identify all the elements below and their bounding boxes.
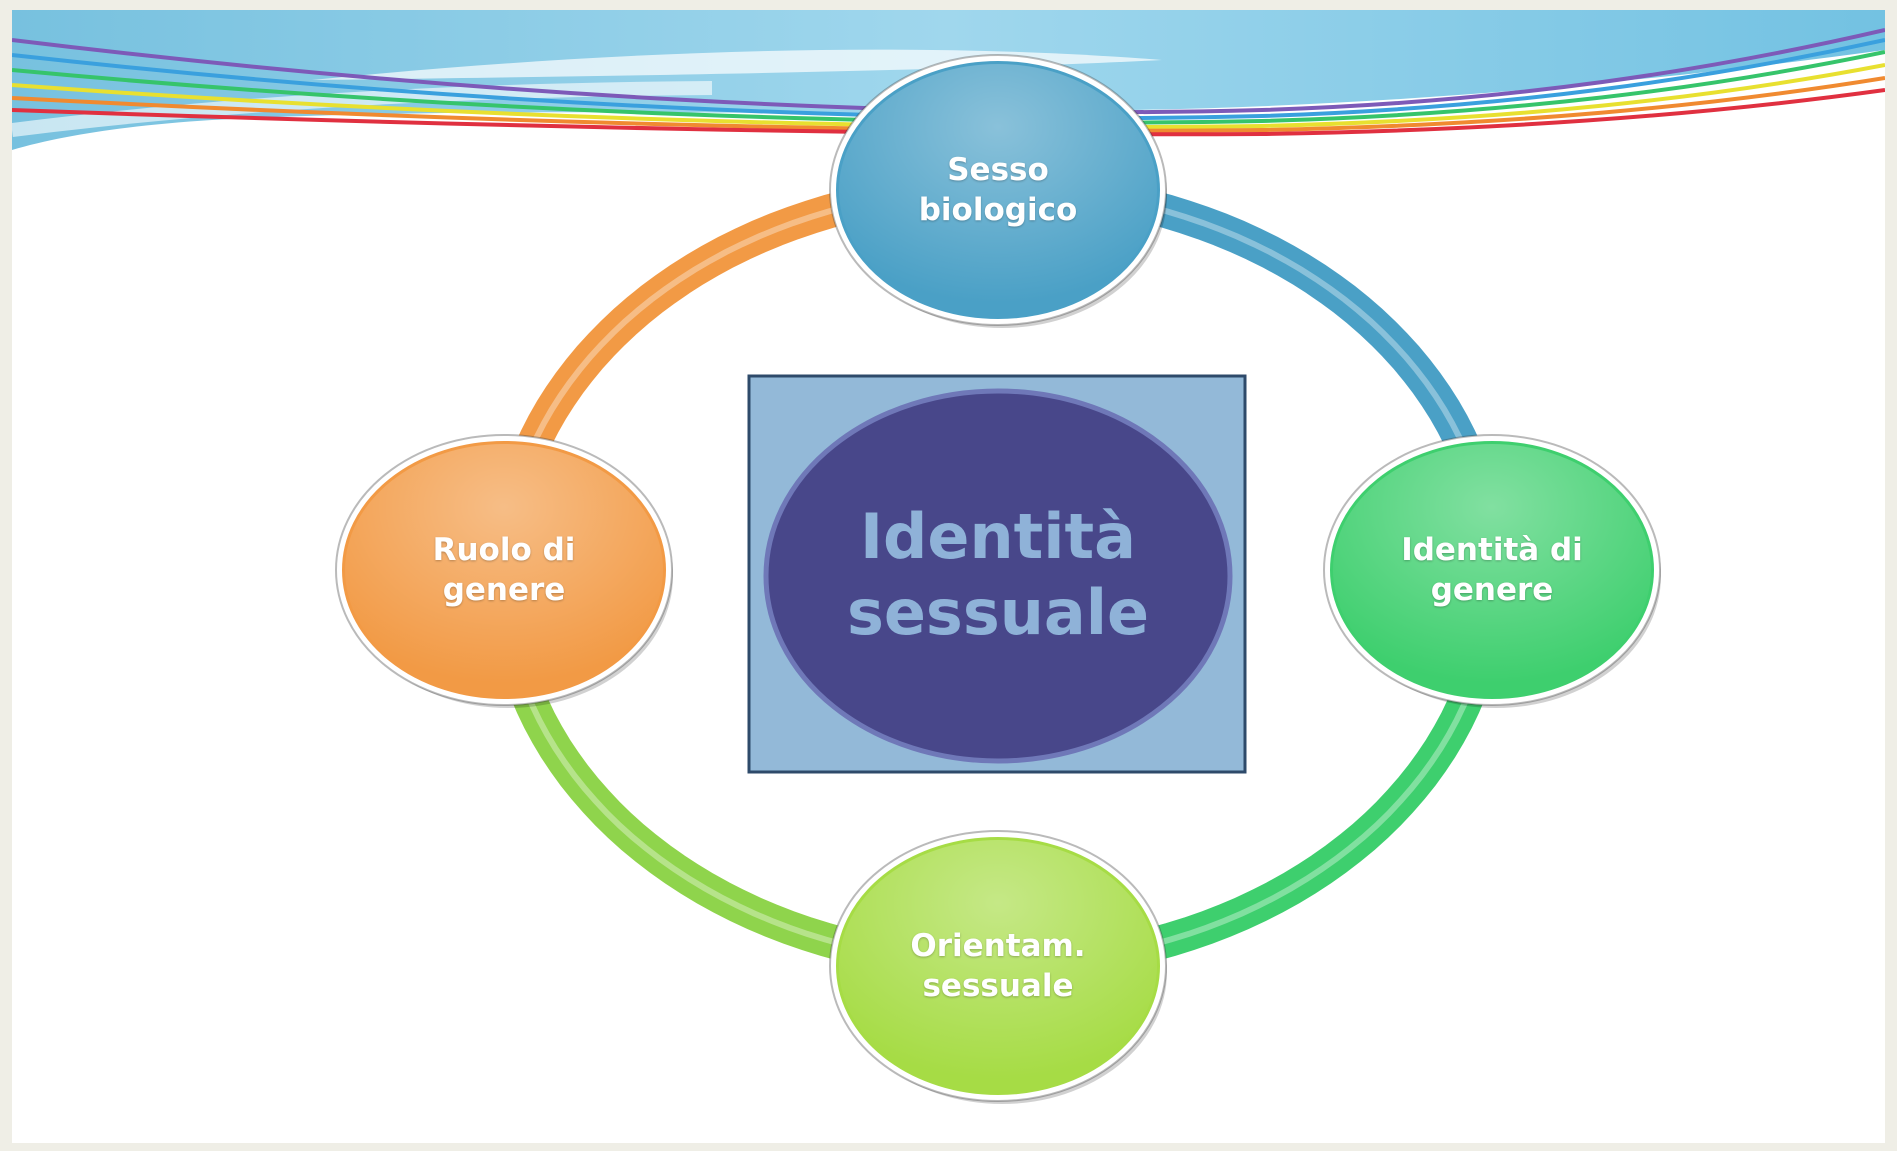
node-ruolo-di-genere bbox=[335, 434, 673, 708]
node-shine bbox=[1333, 444, 1651, 696]
node-label-orientamento-sessuale: Orientam. sessuale bbox=[910, 927, 1086, 1004]
diagram-canvas bbox=[12, 10, 1885, 1104]
node-rim bbox=[1323, 434, 1661, 706]
nodes bbox=[335, 54, 1661, 1104]
center-label: Identità sessuale bbox=[846, 500, 1150, 649]
node-label-identita-di-genere: Identità di genere bbox=[1401, 531, 1583, 608]
node-shine bbox=[839, 64, 1157, 316]
node-shine bbox=[839, 840, 1157, 1092]
node-rim bbox=[829, 830, 1167, 1102]
node-orientamento-sessuale bbox=[829, 830, 1167, 1104]
center-circle bbox=[763, 388, 1233, 764]
node-identita-di-genere bbox=[1323, 434, 1661, 708]
node-shine bbox=[345, 444, 663, 696]
slide: Identità sessuale Sesso biologico Identi… bbox=[12, 10, 1885, 1143]
node-rim bbox=[335, 434, 673, 706]
node-sesso-biologico bbox=[829, 54, 1167, 328]
node-rim bbox=[829, 54, 1167, 326]
node-label-ruolo-di-genere: Ruolo di genere bbox=[432, 531, 576, 608]
node-label-sesso-biologico: Sesso biologico bbox=[918, 151, 1078, 228]
